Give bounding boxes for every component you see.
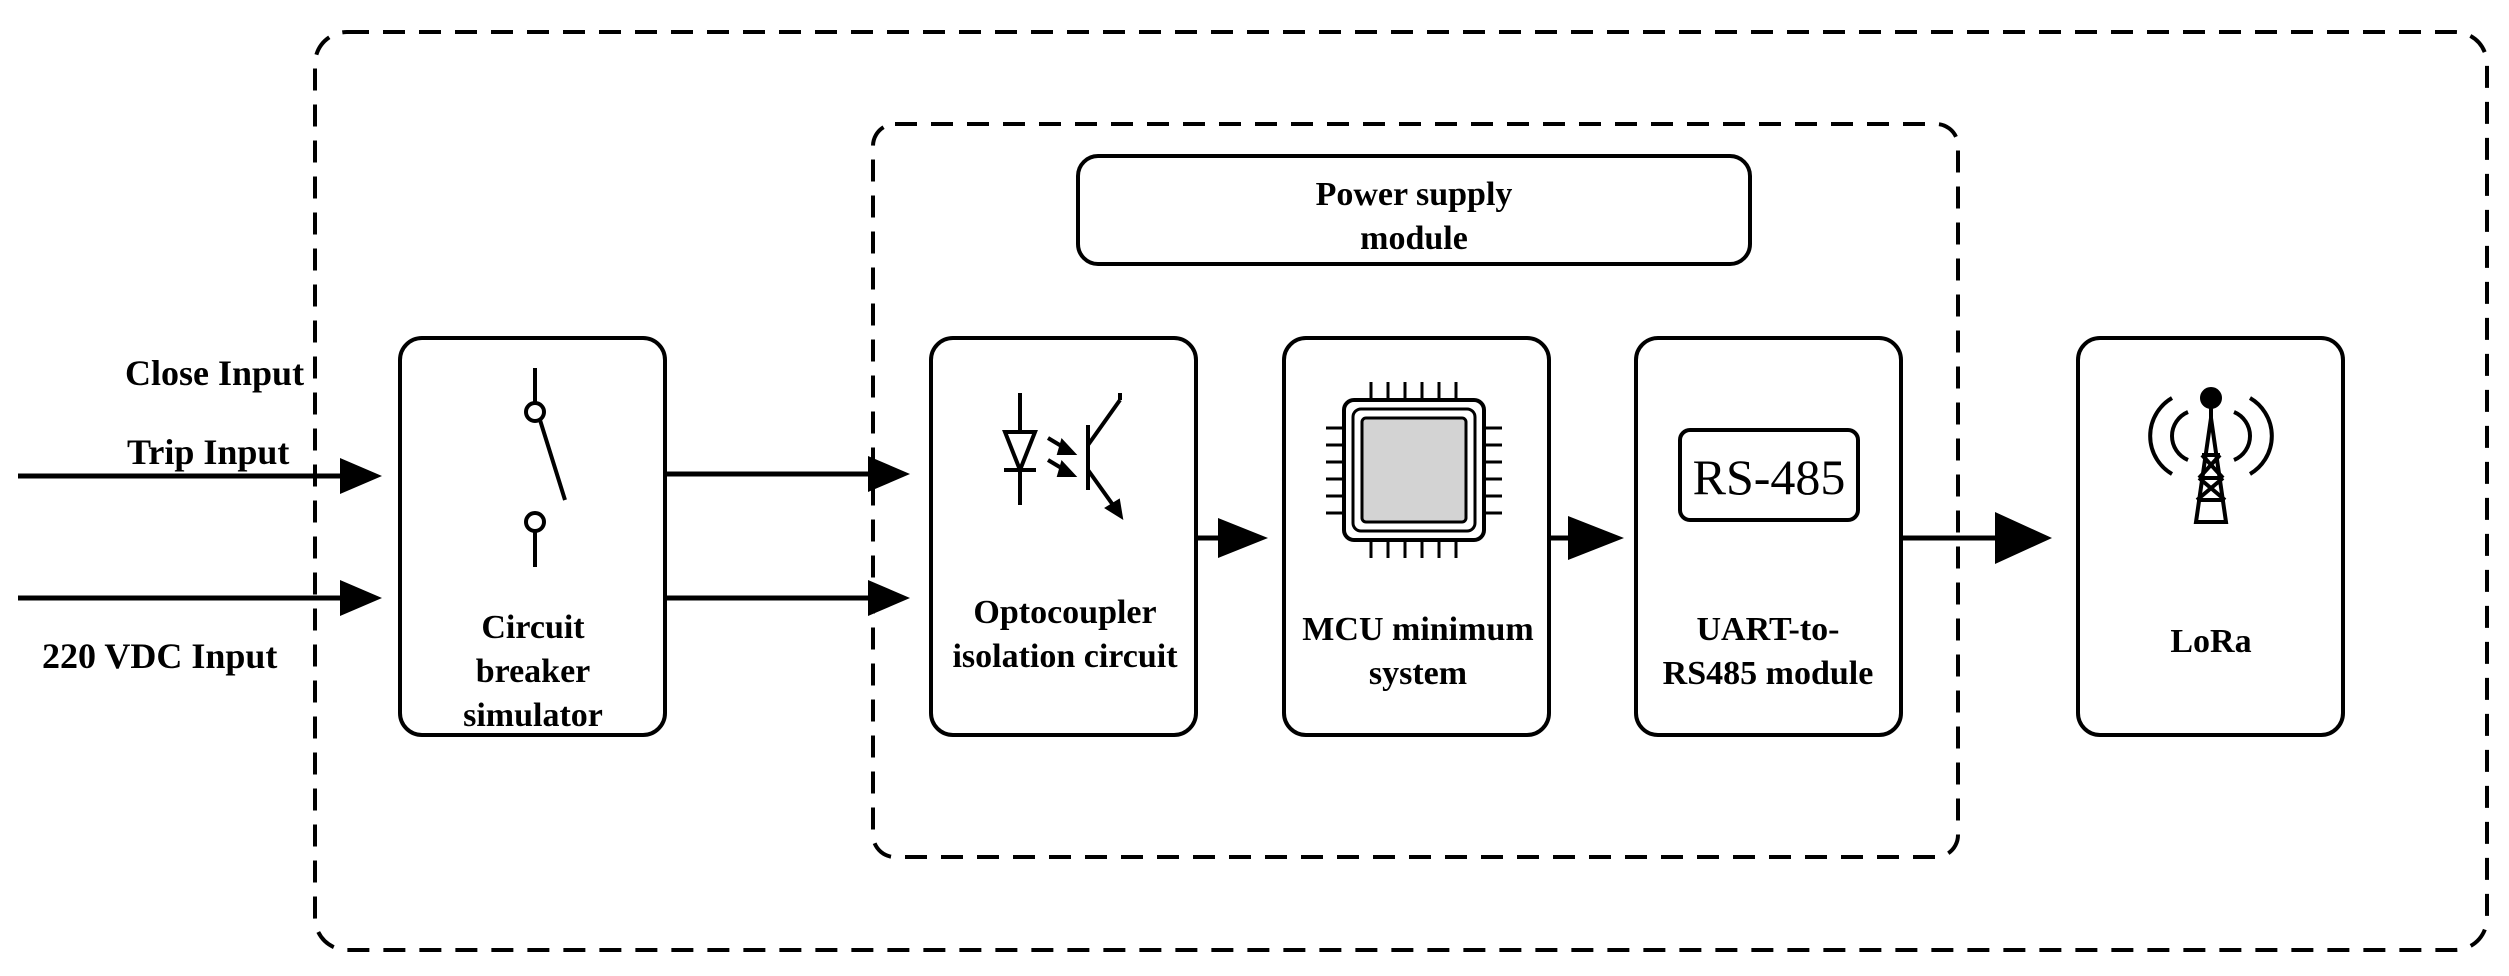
mcu-block: MCU minimum system <box>1282 336 1551 737</box>
opto-label-line2: isolation circuit <box>952 638 1178 675</box>
power-label-line1: Power supply <box>1316 176 1513 213</box>
lora-label: LoRa <box>2170 623 2251 660</box>
uart-to-lora-arrow <box>1901 512 2052 564</box>
uart-rs485-block: RS-485 UART-to- RS485 module <box>1634 336 1903 737</box>
uart-label-line2: RS485 module <box>1663 655 1874 692</box>
breaker-to-opto-arrow-top <box>665 456 910 492</box>
rs485-badge <box>1678 428 1860 522</box>
trip-input-arrow <box>18 458 382 494</box>
lora-block: LoRa <box>2076 336 2345 737</box>
breaker-label-line3: simulator <box>463 697 603 734</box>
opto-to-mcu-arrow <box>1196 518 1268 558</box>
close-input-label: Close Input <box>125 353 304 393</box>
mcu-label-line1: MCU minimum <box>1302 611 1533 648</box>
chip-icon <box>1326 382 1502 558</box>
rs485-badge-text: RS-485 <box>1693 449 1846 505</box>
power-supply-block: Power supply module <box>1076 154 1752 266</box>
optocoupler-block: Optocoupler isolation circuit <box>929 336 1198 737</box>
breaker-to-opto-arrow-bottom <box>665 580 910 616</box>
uart-label-line1: UART-to- <box>1697 611 1840 648</box>
mcu-label-line2: system <box>1369 655 1467 692</box>
inner-controller-boundary <box>871 122 1960 859</box>
antenna-tower-icon <box>2148 387 2274 524</box>
outer-system-boundary <box>313 30 2489 952</box>
breaker-label-line1: Circuit <box>481 609 585 646</box>
circuit-breaker-block: Circuit breaker simulator <box>398 336 667 737</box>
mcu-to-uart-arrow <box>1549 516 1624 560</box>
vdc-input-label: 220 VDC Input <box>42 636 277 676</box>
opto-label-line1: Optocoupler <box>973 594 1156 631</box>
switch-icon <box>524 368 567 567</box>
power-label-line2: module <box>1360 220 1468 257</box>
breaker-label-line2: breaker <box>476 653 591 690</box>
trip-input-label: Trip Input <box>127 432 289 472</box>
vdc-input-arrow <box>18 580 382 616</box>
optocoupler-icon <box>1002 393 1124 521</box>
